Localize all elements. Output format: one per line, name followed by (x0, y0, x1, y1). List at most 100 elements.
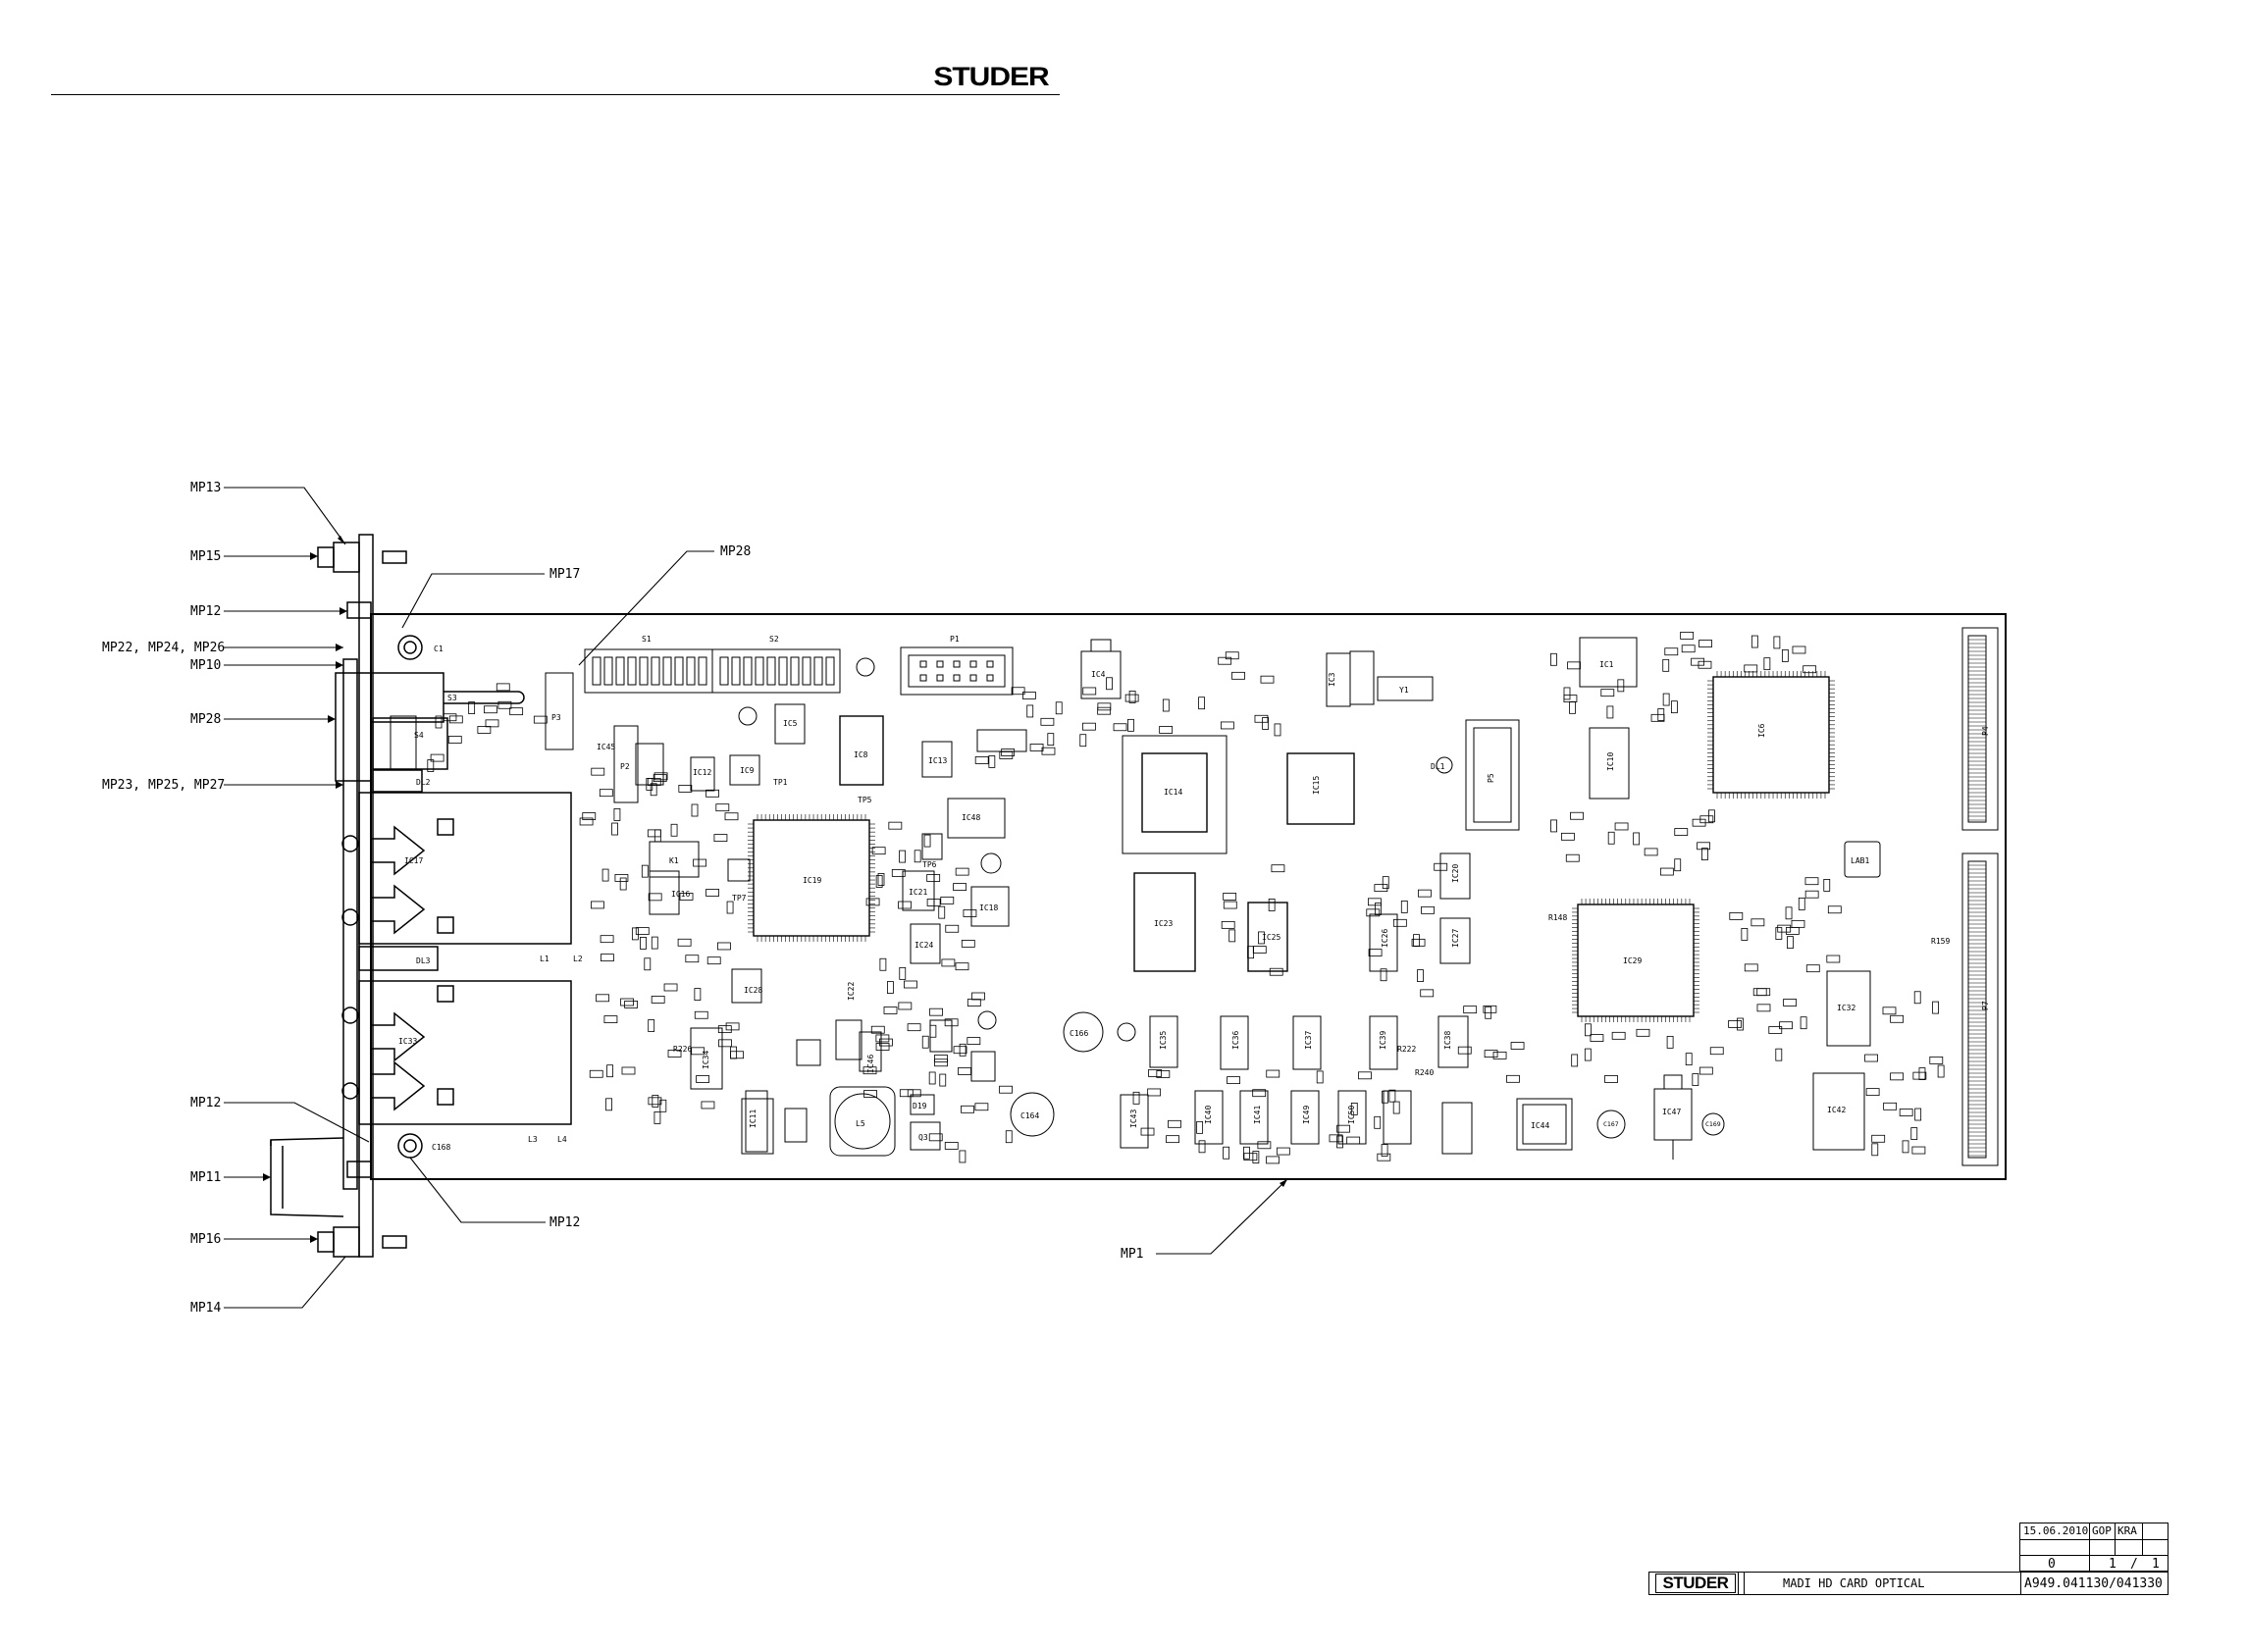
ic-IC25-soic (1247, 902, 1288, 972)
ref-L2: L2 (573, 955, 583, 963)
capacitor-C167 (1596, 1110, 1626, 1139)
ref-L5: L5 (856, 1119, 865, 1128)
ref-IC43: IC43 (1129, 1110, 1138, 1128)
ref-Y1: Y1 (1399, 686, 1409, 695)
ref-IC33: IC33 (398, 1037, 417, 1046)
capacitor-C164 (1010, 1092, 1055, 1137)
title-block-drawn: GOP (2092, 1524, 2112, 1537)
capacitor-C166 (1063, 1011, 1104, 1053)
ref-IC39: IC39 (1379, 1031, 1387, 1050)
ref-C164: C164 (1020, 1111, 1039, 1120)
ref-IC5: IC5 (783, 719, 798, 728)
callout-MP16: MP16 (190, 1232, 221, 1247)
header-rule (51, 94, 1060, 95)
callout-MP1: MP1 (1121, 1247, 1143, 1262)
ref-IC28: IC28 (744, 986, 762, 995)
callout-MP15: MP15 (190, 549, 221, 564)
ref-S3: S3 (447, 694, 457, 702)
ref-L3: L3 (528, 1135, 538, 1144)
ref-IC41: IC41 (1253, 1106, 1262, 1124)
edge-connector-pins (1968, 639, 1986, 1157)
ref-TP6: TP6 (922, 860, 937, 869)
ref-Q3: Q3 (918, 1133, 928, 1142)
callout-MP10: MP10 (190, 658, 221, 673)
ref-IC42: IC42 (1827, 1106, 1846, 1114)
ref-IC11: IC11 (749, 1110, 758, 1128)
ref-IC17: IC17 (404, 856, 423, 865)
ref-P3: P3 (551, 713, 561, 722)
title-block-sheet: 1 (2109, 1557, 2116, 1572)
ref-IC1: IC1 (1599, 660, 1614, 669)
ref-D19: D19 (913, 1102, 927, 1110)
ref-IC3: IC3 (1328, 672, 1336, 687)
ref-IC16: IC16 (671, 890, 690, 899)
edge-connector-P4 (1961, 627, 1999, 831)
ref-IC22: IC22 (847, 982, 856, 1001)
ref-IC27: IC27 (1451, 929, 1460, 948)
title-block-company-logo: STUDER (1655, 1574, 1736, 1593)
ref-TP7: TP7 (732, 894, 747, 903)
title-block-drawing-number: A949.041130/041330 (2024, 1576, 2163, 1591)
ref-K1: K1 (669, 856, 679, 865)
ref-IC6: IC6 (1757, 723, 1766, 738)
ref-R226: R226 (673, 1045, 692, 1054)
ref-DL1: DL1 (1431, 762, 1445, 771)
ic-IC29-qfp (1572, 899, 1699, 1022)
ref-DL3: DL3 (416, 956, 431, 965)
callout-arrowheads (263, 536, 1287, 1243)
ref-IC32: IC32 (1837, 1004, 1855, 1012)
ref-C167: C167 (1603, 1120, 1619, 1128)
callout-MP14: MP14 (190, 1301, 221, 1316)
title-block-revision-grid: 15.06.2010 GOP KRA 0 1 / 1 (2019, 1523, 2169, 1573)
ref-P7: P7 (1981, 1001, 1990, 1010)
ref-IC44: IC44 (1531, 1121, 1549, 1130)
ref-IC29: IC29 (1623, 956, 1642, 965)
ref-IC45: IC45 (597, 743, 615, 751)
header-P3 (545, 672, 574, 750)
ref-IC13: IC13 (928, 756, 947, 765)
ref-S4: S4 (414, 731, 424, 740)
ref-IC24: IC24 (914, 941, 933, 950)
ref-R240: R240 (1415, 1068, 1434, 1077)
callout-MP23-MP25-MP27: MP23, MP25, MP27 (102, 778, 225, 793)
ref-IC35: IC35 (1159, 1031, 1168, 1050)
ref-IC50: IC50 (1347, 1106, 1356, 1124)
ref-IC36: IC36 (1231, 1031, 1240, 1050)
front-panel (270, 534, 572, 1258)
ref-L1: L1 (540, 955, 549, 963)
ref-S1: S1 (642, 635, 652, 644)
ref-IC26: IC26 (1381, 929, 1389, 948)
ic-IC6-qfp (1707, 671, 1835, 799)
pcb-board-outline (370, 613, 2007, 1180)
ref-P1: P1 (950, 635, 960, 644)
ref-R222: R222 (1397, 1045, 1416, 1054)
ref-IC20: IC20 (1451, 864, 1460, 883)
ref-IC12: IC12 (693, 768, 711, 777)
ic-IC48 (947, 798, 1006, 839)
capacitor-C169 (1701, 1112, 1725, 1136)
ref-TP5: TP5 (858, 796, 872, 804)
ref-P4: P4 (1981, 726, 1990, 736)
ic-IC42 (1812, 1072, 1865, 1151)
dip-switch-S2 (711, 648, 841, 694)
ref-IC46: IC46 (866, 1055, 875, 1073)
callout-MP12-top: MP12 (190, 604, 221, 619)
ref-IC40: IC40 (1204, 1106, 1213, 1124)
ic-IC10 (1589, 727, 1630, 800)
ref-IC9: IC9 (740, 766, 755, 775)
callout-MP17: MP17 (549, 567, 580, 582)
header-P5 (1465, 719, 1520, 831)
label-LAB1 (1844, 841, 1881, 878)
ref-IC19: IC19 (803, 876, 821, 885)
ref-LAB1: LAB1 (1851, 856, 1869, 865)
callout-MP28-left: MP28 (190, 712, 221, 727)
header-P1 (900, 646, 1014, 696)
ic-IC23-dip (1133, 872, 1196, 972)
callout-MP12-mid: MP12 (190, 1096, 221, 1110)
ic-IC44 (1516, 1098, 1573, 1151)
ic-IC8-soic (839, 715, 884, 786)
ref-IC25: IC25 (1262, 933, 1280, 942)
ref-C1: C1 (434, 645, 444, 653)
